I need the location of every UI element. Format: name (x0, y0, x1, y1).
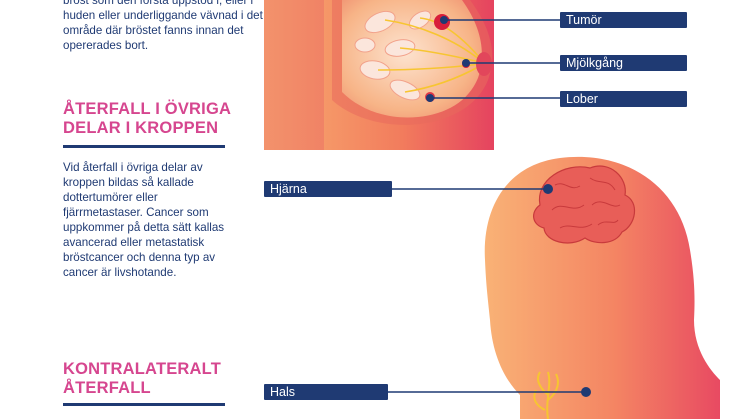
label-neck: Hals (264, 384, 388, 400)
label-tumor: Tumör (560, 12, 687, 28)
label-milk-duct: Mjölkgång (560, 55, 687, 71)
breast-cross-section (264, 0, 565, 150)
label-lobes: Lober (560, 91, 687, 107)
heading-other-recurrence: ÅTERFALL I ÖVRIGA DELAR I KROPPEN (63, 100, 231, 137)
label-brain: Hjärna (264, 181, 392, 197)
brain (533, 165, 635, 244)
intro-paragraph: bröst som den första uppstod i, eller i … (63, 0, 263, 52)
heading-contralateral: KONTRALATERALT ÅTERFALL (63, 360, 221, 397)
other-recurrence-paragraph: Vid återfall i övriga delar av kroppen b… (63, 161, 225, 279)
heading-rule (63, 145, 225, 148)
head-silhouette (388, 156, 720, 419)
heading-rule (63, 403, 225, 406)
